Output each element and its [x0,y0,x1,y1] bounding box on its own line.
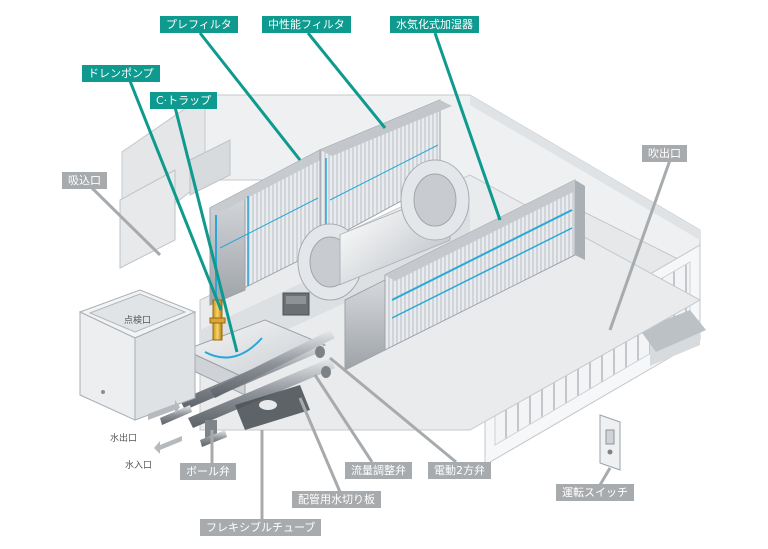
label-flex-tube: フレキシブルチューブ [200,519,322,536]
label-motor-valve: 電動2方弁 [428,462,491,479]
humidifier-element [344,179,585,371]
label-medium-filter: 中性能フィルタ [262,16,351,33]
label-intake: 吸込口 [62,172,107,189]
pre-filter [209,149,330,306]
label-water-out: 水出口 [110,434,138,444]
label-water-in: 水入口 [125,461,153,471]
label-inspection-port: 点検口 [124,316,152,326]
label-ball-valve: ボール弁 [180,463,236,480]
label-drain-pump: ドレンポンプ [82,65,160,82]
blower-fans [297,159,470,301]
label-run-switch: 運転スイッチ [556,484,634,501]
label-pre-filter: プレフィルタ [160,16,238,33]
label-outlet: 吹出口 [642,145,687,162]
inspection-box [78,289,197,421]
label-humidifier: 水気化式加湿器 [390,16,479,33]
medium-filter [319,99,452,246]
piping [160,330,335,447]
water-flow-arrows [148,400,182,454]
label-flow-valve: 流量調整弁 [345,462,412,479]
callout-leaders [90,32,672,520]
run-switch-panel [599,414,621,471]
label-c-trap: C·トラップ [150,92,218,109]
intake-duct [119,139,231,269]
control-motor [282,292,310,316]
label-drain-plate: 配管用水切り板 [292,491,381,508]
